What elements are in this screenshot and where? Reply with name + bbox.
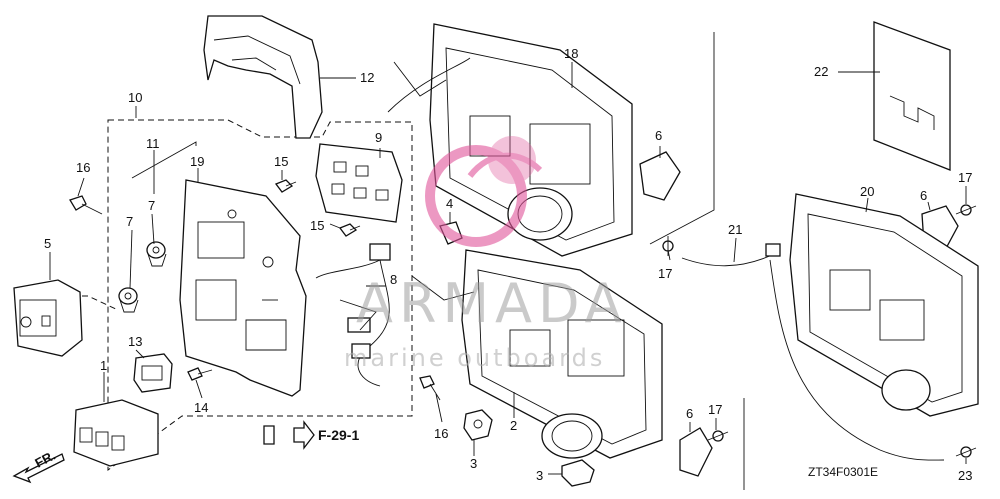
bolt-part-17b [955, 204, 977, 216]
leader-lines [49, 32, 967, 490]
bracket-part-c [679, 427, 713, 477]
mounting-plate-part [179, 179, 307, 397]
callout-21[interactable]: 21 [728, 222, 742, 237]
bracket-part-a [639, 151, 681, 201]
callout-6a[interactable]: 6 [655, 128, 662, 143]
callout-4[interactable]: 4 [446, 196, 453, 211]
front-direction-arrow [12, 453, 65, 484]
callout-3b[interactable]: 3 [536, 468, 543, 483]
callout-2[interactable]: 2 [510, 418, 517, 433]
outlet-part [13, 279, 83, 357]
callout-10[interactable]: 10 [128, 90, 142, 105]
callout-19[interactable]: 19 [190, 154, 204, 169]
bolt-part-17a [662, 236, 674, 256]
callout-20[interactable]: 20 [860, 184, 874, 199]
callout-14[interactable]: 14 [194, 400, 208, 415]
callout-23[interactable]: 23 [958, 468, 972, 483]
gasket-sheet-part [873, 21, 951, 171]
callout-12[interactable]: 12 [360, 70, 374, 85]
socket-block-part [73, 399, 159, 467]
socket-panel-part [315, 143, 403, 223]
drawing-code: ZT34F0301E [808, 465, 878, 479]
upper-housing-part [387, 23, 633, 257]
callout-6b[interactable]: 6 [920, 188, 927, 203]
grommet-part-a [463, 409, 493, 441]
control-unit-part [789, 193, 979, 417]
terminal-part-lower [118, 287, 139, 313]
cable-part [681, 243, 945, 461]
bolt-part-17c [707, 430, 729, 442]
callout-6c[interactable]: 6 [686, 406, 693, 421]
callout-9[interactable]: 9 [375, 130, 382, 145]
callout-15a[interactable]: 15 [274, 154, 288, 169]
top-cover-part [203, 15, 323, 139]
reference-label[interactable]: F-29-1 [318, 427, 359, 443]
callout-11[interactable]: 11 [146, 136, 160, 151]
watermark-logo-icon [425, 136, 543, 247]
watermark-tagline: marine outboards [344, 344, 605, 372]
bolt-part-23 [955, 446, 977, 458]
callout-17a[interactable]: 17 [658, 266, 672, 281]
callout-17b[interactable]: 17 [958, 170, 972, 185]
callout-7a[interactable]: 7 [126, 214, 133, 229]
callout-16a[interactable]: 16 [76, 160, 90, 175]
screw-part-14 [187, 367, 213, 381]
callout-5[interactable]: 5 [44, 236, 51, 251]
callout-16b[interactable]: 16 [434, 426, 448, 441]
grommet-part-b [561, 459, 595, 487]
callout-1[interactable]: 1 [100, 358, 107, 373]
callout-22[interactable]: 22 [814, 64, 828, 79]
callout-7b[interactable]: 7 [148, 198, 155, 213]
screw-part-16b [419, 375, 441, 401]
callout-17c[interactable]: 17 [708, 402, 722, 417]
callout-18[interactable]: 18 [564, 46, 578, 61]
callout-3a[interactable]: 3 [470, 456, 477, 471]
assembly-boundary [62, 119, 413, 471]
wire-harness-part [315, 243, 391, 387]
watermark-brand: ARMADA [356, 272, 628, 335]
lower-housing-part [411, 249, 663, 459]
callout-13[interactable]: 13 [128, 334, 142, 349]
screw-part-15b [338, 223, 361, 237]
callout-8[interactable]: 8 [390, 272, 397, 287]
callout-15b[interactable]: 15 [310, 218, 324, 233]
switch-part [133, 353, 173, 393]
screw-part-15a [274, 179, 297, 193]
screw-part-16a [69, 195, 103, 215]
reference-marker [263, 420, 315, 450]
terminal-part-upper [146, 241, 167, 267]
